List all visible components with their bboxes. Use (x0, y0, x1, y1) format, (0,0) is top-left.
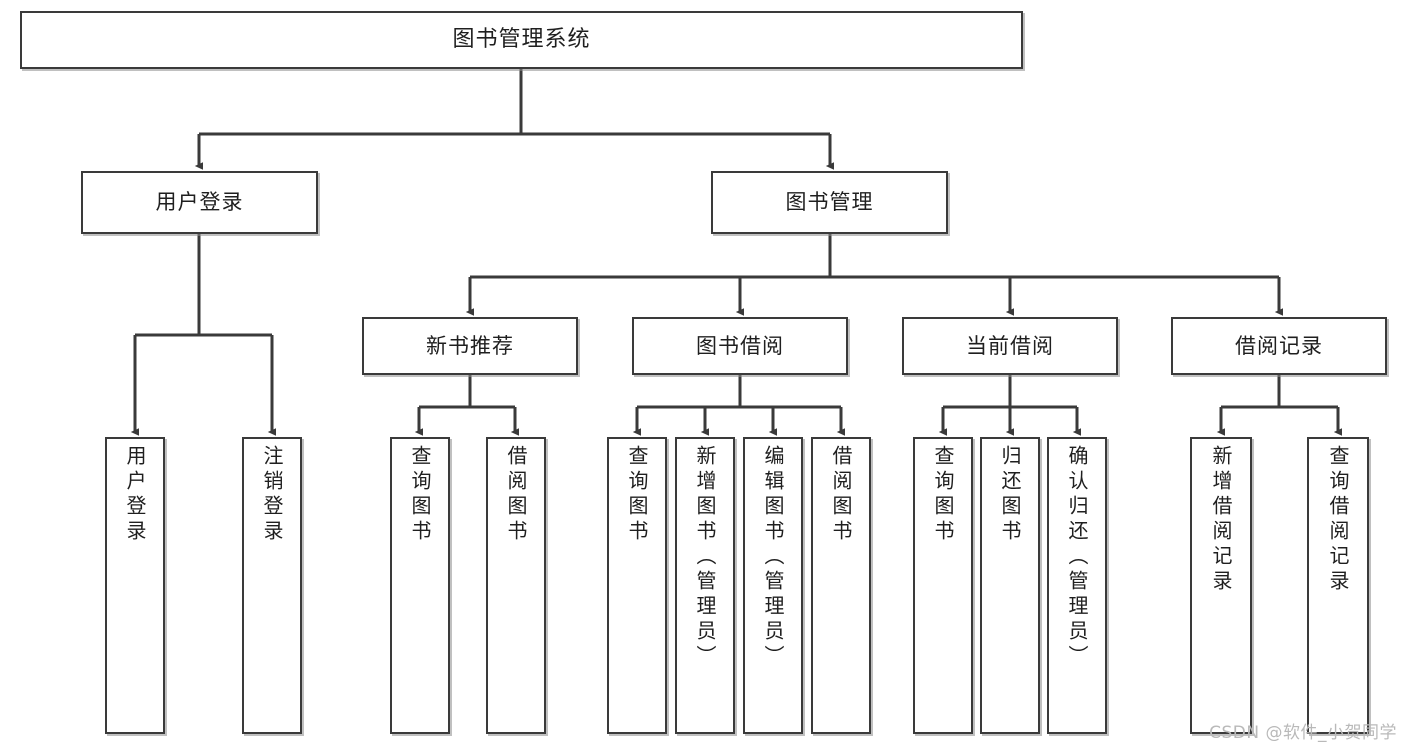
node-label: 确认归还（管理员） (1065, 445, 1089, 670)
leaf-current-borrow-query-book[interactable]: 查询图书 (913, 437, 973, 734)
node-label: 用户登录 (155, 190, 244, 215)
node-label: 查询借阅记录 (1326, 445, 1350, 595)
node-label: 图书借阅 (696, 333, 784, 358)
leaf-book-borrow-borrow-book[interactable]: 借阅图书 (811, 437, 871, 734)
node-label: 当前借阅 (966, 333, 1054, 358)
leaf-book-borrow-query-book[interactable]: 查询图书 (607, 437, 667, 734)
node-root-book-management-system[interactable]: 图书管理系统 (20, 11, 1023, 69)
node-borrow-record[interactable]: 借阅记录 (1171, 317, 1387, 375)
leaf-user-login-login[interactable]: 用户登录 (105, 437, 165, 734)
node-label: 图书管理系统 (452, 27, 591, 53)
node-new-book-recommend[interactable]: 新书推荐 (362, 317, 578, 375)
node-label: 归还图书 (998, 445, 1022, 545)
node-label: 借阅图书 (829, 445, 853, 545)
node-label: 注销登录 (260, 445, 284, 545)
leaf-current-borrow-return-book[interactable]: 归还图书 (980, 437, 1040, 734)
node-book-borrow[interactable]: 图书借阅 (632, 317, 848, 375)
node-label: 用户登录 (123, 445, 147, 545)
node-label: 新增借阅记录 (1209, 445, 1233, 595)
node-label: 图书管理 (785, 190, 874, 215)
node-label: 查询图书 (625, 445, 649, 545)
watermark: CSDN @软件_小贺同学 (1209, 723, 1397, 743)
leaf-current-borrow-confirm-return-admin[interactable]: 确认归还（管理员） (1047, 437, 1107, 734)
node-label: 查询图书 (408, 445, 432, 545)
node-label: 借阅图书 (504, 445, 528, 545)
leaf-book-borrow-edit-book-admin[interactable]: 编辑图书（管理员） (743, 437, 803, 734)
leaf-book-borrow-add-book-admin[interactable]: 新增图书（管理员） (675, 437, 735, 734)
leaf-new-book-borrow-book[interactable]: 借阅图书 (486, 437, 546, 734)
leaf-borrow-record-add-record[interactable]: 新增借阅记录 (1190, 437, 1252, 734)
leaf-user-login-logout[interactable]: 注销登录 (242, 437, 302, 734)
node-book-management[interactable]: 图书管理 (711, 171, 948, 234)
leaf-new-book-query-book[interactable]: 查询图书 (390, 437, 450, 734)
node-user-login[interactable]: 用户登录 (81, 171, 318, 234)
node-label: 新书推荐 (426, 333, 514, 358)
node-label: 编辑图书（管理员） (761, 445, 785, 670)
node-label: 新增图书（管理员） (693, 445, 717, 670)
node-label: 借阅记录 (1235, 333, 1323, 358)
node-current-borrow[interactable]: 当前借阅 (902, 317, 1118, 375)
leaf-borrow-record-query-record[interactable]: 查询借阅记录 (1307, 437, 1369, 734)
node-label: 查询图书 (931, 445, 955, 545)
